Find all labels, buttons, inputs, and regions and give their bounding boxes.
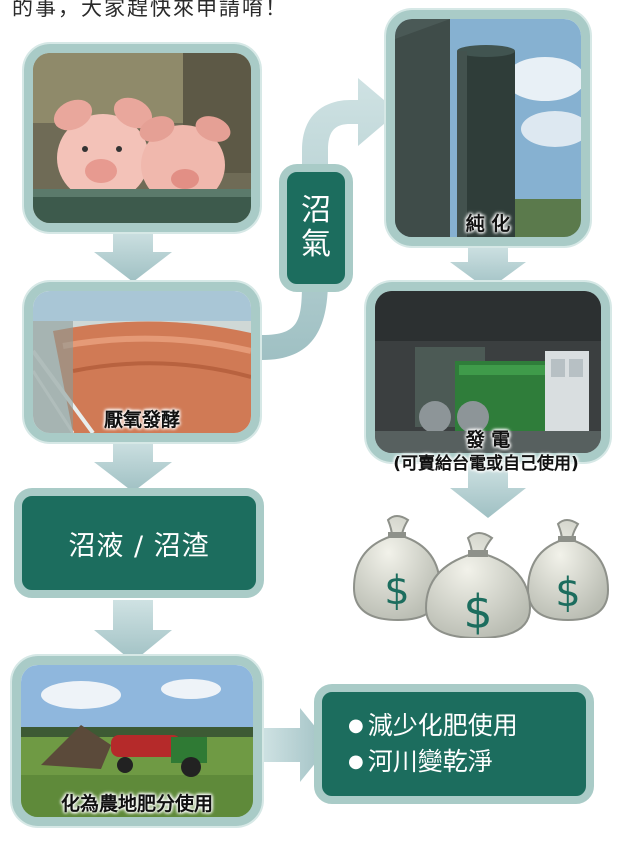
arrow-power-to-money [450,462,526,518]
pigs-photo-frame [24,44,260,232]
arrow-pigs-to-digester [94,228,172,282]
farm-caption: 化為農地肥分使用 [60,793,213,816]
benefit-item-clean-river: ●河川變乾淨 [348,747,493,776]
generator-photo [375,291,601,453]
liquid-residue-box: 沼液 / 沼渣 [14,488,264,598]
benefit-item-reduce-fertilizer: ●減少化肥使用 [348,710,518,740]
digester-photo-frame: 厭氧發酵 [24,282,260,442]
liquid-residue-label: 沼液 / 沼渣 [68,530,210,562]
biogas-digester-photo [33,291,251,433]
biogas-label-line2: 氣 [301,227,331,262]
purify-caption: 純 化 [465,213,511,236]
power-sub-caption: (可賣給台電或自己使用) [393,454,579,474]
money-symbol-left: $ [384,568,409,614]
pigs-photo [33,53,251,223]
arrow-digester-to-liquid [94,438,172,492]
tractor-field-photo [21,665,253,817]
arrow-purify-to-power [450,244,526,290]
power-photo-frame: 發 電 [366,282,610,462]
money-bag-icon: $ $ $ [352,515,610,638]
digester-caption: 厭氧發酵 [103,409,180,432]
purification-tower-photo [395,19,581,237]
purify-photo-frame: 純 化 [386,10,590,246]
arrow-liquid-to-farm [94,600,172,662]
power-caption: 發 電 [465,429,511,452]
biogas-label-line1: 沼 [301,192,331,228]
header-text: 的事，大家趕快來申請唷！ [12,0,288,20]
benefits-box: ●減少化肥使用 ●河川變乾淨 [314,684,594,804]
arrow-biogas-curve [262,78,398,360]
arrow-farm-to-benefits [262,708,330,782]
farm-photo-frame: 化為農地肥分使用 [12,656,262,826]
bullet-icon: ● [348,751,364,772]
biogas-label-box: 沼 氣 [279,164,353,292]
money-symbol-right: $ [555,570,580,616]
money-symbol-center: $ [463,585,492,638]
bullet-icon: ● [348,714,364,736]
